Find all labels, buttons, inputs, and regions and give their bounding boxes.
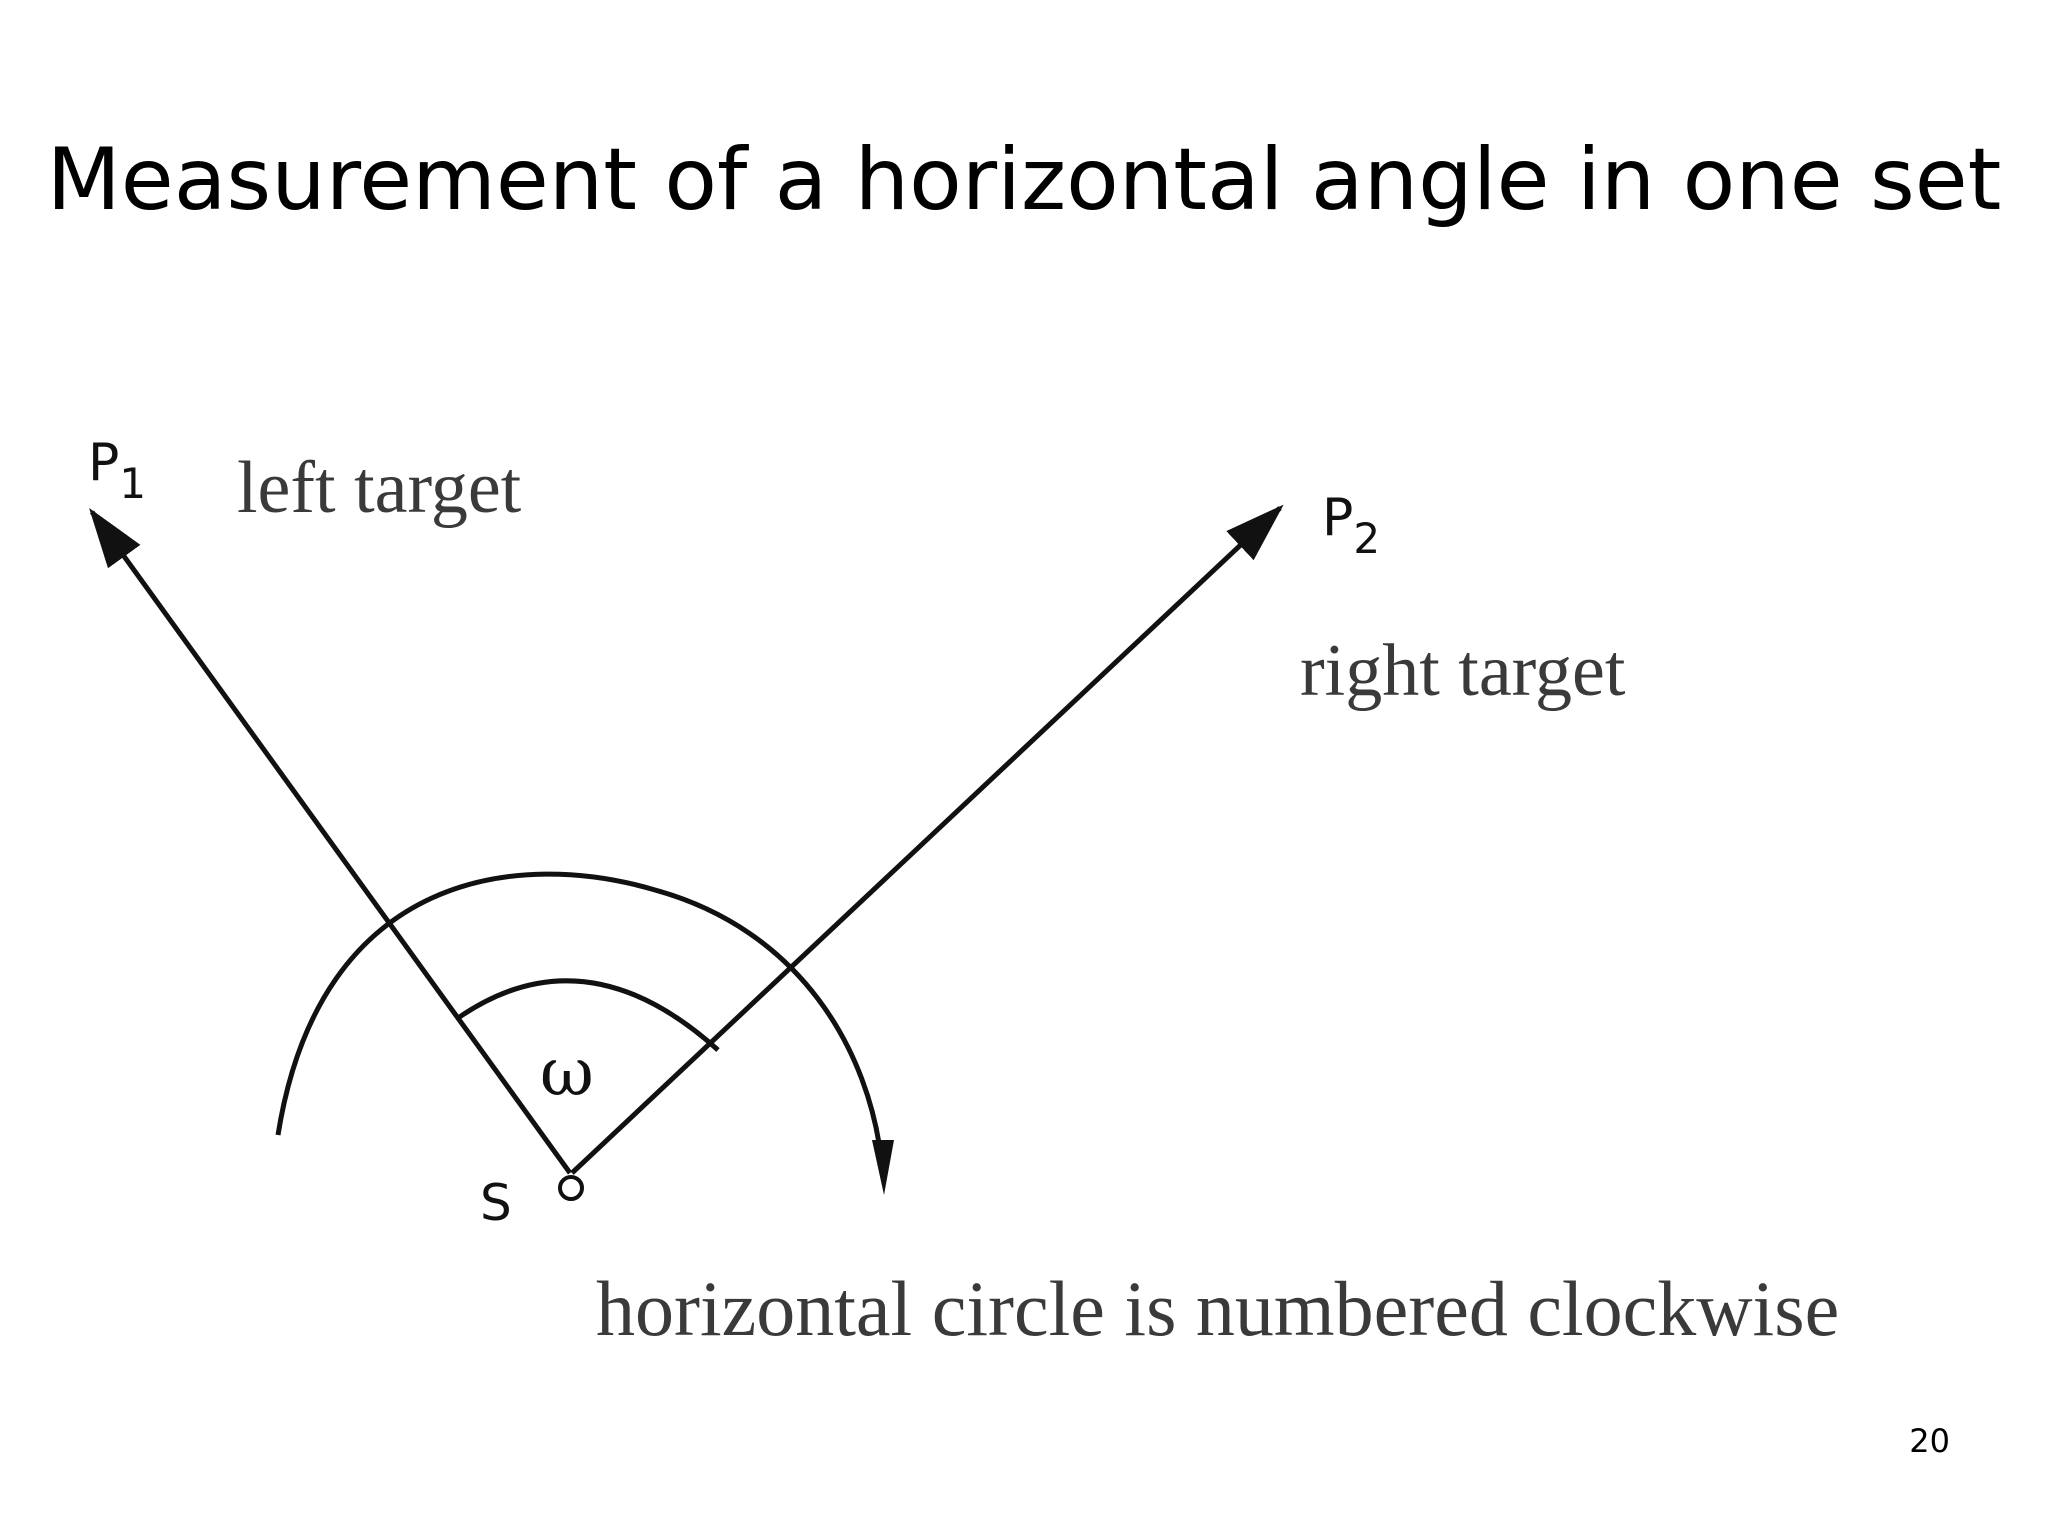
- page-number: 20: [1909, 1422, 1950, 1460]
- circle-arrowhead-icon: [872, 1140, 894, 1195]
- angle-label: ω: [540, 1034, 594, 1111]
- diagram-caption: horizontal circle is numbered clockwise: [596, 1265, 1839, 1352]
- right-target-label: right target: [1300, 630, 1626, 712]
- horizontal-circle-arc: [275, 871, 885, 1166]
- p2-label: P2: [1322, 488, 1380, 563]
- p1-label: P1: [88, 433, 146, 508]
- ray-to-p1: [89, 507, 573, 1175]
- page-title: Measurement of a horizontal angle in one…: [46, 130, 2002, 230]
- left-target-label: left target: [237, 447, 522, 529]
- station-point: [558, 1175, 584, 1201]
- station-label: S: [480, 1174, 512, 1232]
- angle-arc: [456, 978, 720, 1052]
- ray-to-p2: [570, 504, 1284, 1175]
